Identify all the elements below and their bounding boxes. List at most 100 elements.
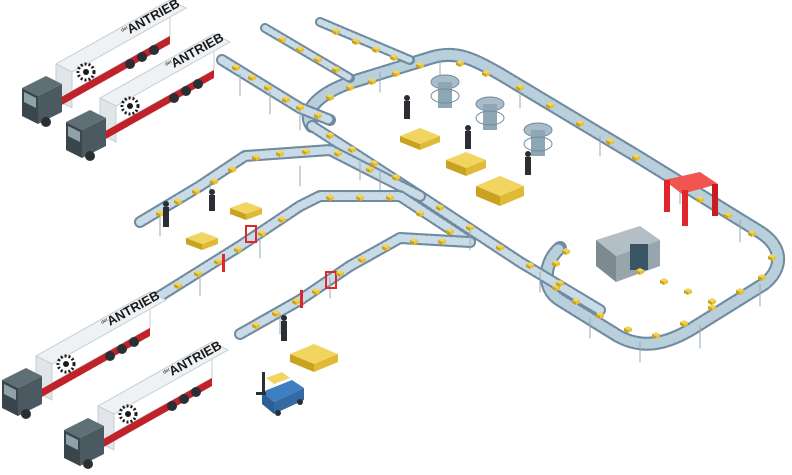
parcel <box>386 194 394 201</box>
truck-brand-prefix: der <box>162 367 172 376</box>
pallet-stack <box>400 128 440 150</box>
parcel <box>660 278 668 285</box>
parcel <box>312 288 320 295</box>
parcel <box>526 262 534 269</box>
truck-wheel <box>125 59 135 69</box>
parcel <box>636 268 644 275</box>
parcel <box>456 60 464 67</box>
parcel <box>366 166 374 173</box>
parcel <box>228 166 236 173</box>
parcel <box>552 260 560 267</box>
spiral-chute <box>523 122 553 156</box>
parcel <box>252 154 260 161</box>
truck-wheel <box>179 394 189 404</box>
truck-cab-top <box>66 110 106 130</box>
parcel <box>326 132 334 139</box>
truck-wheel <box>193 79 203 89</box>
gear-logo-icon <box>120 96 140 116</box>
truck-windshield <box>24 92 36 108</box>
worker-figure <box>163 201 169 227</box>
conveyor-supports <box>159 59 761 363</box>
parcel <box>576 120 584 127</box>
truck-cab-side <box>38 84 62 124</box>
truck-cab-top <box>2 368 42 388</box>
parcel <box>358 256 366 263</box>
truck-cab-top <box>22 76 62 96</box>
parcel <box>768 254 776 261</box>
parcel <box>516 84 524 91</box>
truck-cab-top <box>64 418 104 438</box>
worker-figure <box>525 151 531 175</box>
parcel <box>482 70 490 77</box>
parcel <box>446 228 454 235</box>
truck-wheel <box>169 93 179 103</box>
parcel <box>296 104 304 111</box>
pallet-stack <box>290 344 338 372</box>
parcel <box>210 178 218 185</box>
parcel <box>680 320 688 327</box>
truck-wheel <box>41 117 51 127</box>
workers <box>163 95 531 341</box>
parcel <box>302 148 310 155</box>
parcel <box>696 196 704 203</box>
parcel <box>606 138 614 145</box>
parcel <box>356 194 364 201</box>
parcel <box>326 94 334 101</box>
forklift <box>256 372 304 416</box>
truck-wheel <box>85 151 95 161</box>
truck-windshield <box>68 126 80 142</box>
worker-figure <box>209 189 215 211</box>
gear-logo-icon-core <box>63 361 69 367</box>
parcel <box>546 102 554 109</box>
worker-figure <box>465 125 471 149</box>
gear-logo-icon-core <box>83 69 89 75</box>
parcel <box>272 310 280 317</box>
parcel <box>370 160 378 167</box>
worker-figure <box>281 315 287 341</box>
parcel <box>174 282 182 289</box>
parcel <box>736 288 744 295</box>
parcel <box>438 238 446 245</box>
pallet-stack <box>186 232 218 250</box>
truck-wheel <box>117 344 127 354</box>
truck-cab-side <box>82 118 106 158</box>
parcel <box>258 230 266 237</box>
truck-wheel <box>149 45 159 55</box>
parcel <box>372 46 380 53</box>
truck-wheel <box>191 387 201 397</box>
parcel <box>596 312 604 319</box>
truck-cab-side <box>80 426 104 466</box>
parcel <box>632 154 640 161</box>
parcel <box>348 146 356 153</box>
parcel <box>332 66 340 73</box>
spiral-chute <box>430 74 460 108</box>
truck-cab-side <box>18 376 42 416</box>
branch-conveyors <box>134 144 476 340</box>
gear-logo-icon <box>118 404 138 424</box>
gear-logo-icon <box>56 354 76 374</box>
parcel <box>382 244 390 251</box>
parcel <box>252 322 260 329</box>
parcel <box>436 204 444 211</box>
parcel <box>234 246 242 253</box>
truck-wheel <box>167 401 177 411</box>
spiral-chutes <box>430 74 553 156</box>
parcel <box>556 280 564 287</box>
parcel <box>368 78 376 85</box>
pallet-stacks <box>186 128 524 372</box>
parcel <box>332 28 340 35</box>
parcel <box>416 210 424 217</box>
parcels <box>156 28 776 339</box>
parcel <box>416 62 424 69</box>
parcel <box>336 270 344 277</box>
truck-wheel <box>137 52 147 62</box>
parcel <box>572 298 580 305</box>
truck-wheel <box>105 351 115 361</box>
parcel <box>174 198 182 205</box>
red-gantry-scanner <box>664 172 718 226</box>
parcel <box>334 150 342 157</box>
truck-brand-prefix: der <box>100 317 110 326</box>
truck-wheel <box>181 86 191 96</box>
